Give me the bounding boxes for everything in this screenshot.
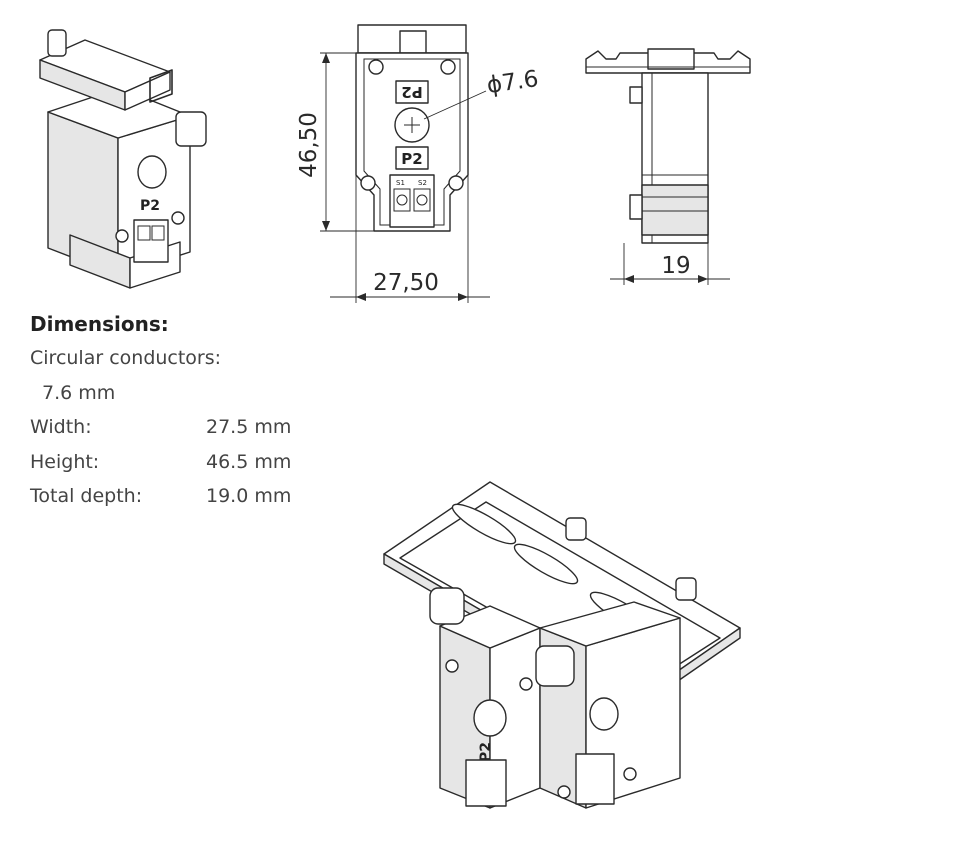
- spec-height-value: 46.5 mm: [206, 450, 292, 473]
- rail-slot-1: [451, 503, 517, 545]
- width-dimension: 27,50: [373, 270, 439, 296]
- screw-top-left: [368, 59, 384, 75]
- front-label-p2-top: P2: [401, 83, 422, 101]
- spec-depth-label: Total depth:: [30, 485, 143, 507]
- side-rail-center: [647, 48, 695, 70]
- iso-clip-hook-left: [47, 29, 67, 57]
- isometric-view-single: P2: [30, 20, 230, 300]
- terminal-s2-label: S2: [418, 179, 427, 187]
- rail-slot-2: [513, 543, 579, 585]
- spec-height-label: Height:: [30, 450, 100, 473]
- iso-clip-front: [124, 71, 171, 111]
- spec-depth-value: 19.0 mm: [206, 485, 292, 507]
- iso-terminal: [133, 219, 169, 263]
- terminal-s1-label: S1: [396, 179, 405, 187]
- iso-label-p2: P2: [140, 198, 160, 214]
- front-view: P2 P2 S1 S2 ϕ7.6 46,50 27,50: [290, 15, 540, 305]
- spec-width-value: 27.5 mm: [206, 416, 292, 438]
- spec-circular-value: 7.6 mm: [42, 381, 116, 404]
- module-2-top: [539, 601, 681, 647]
- side-view: 19: [580, 45, 760, 290]
- iso-hook-front: [175, 111, 207, 147]
- module-1-terminal: [465, 759, 507, 807]
- screw-bottom-left: [360, 175, 376, 191]
- front-label-top-box: [395, 80, 429, 104]
- diameter-leader: [423, 90, 487, 120]
- module-2-terminal: [575, 753, 615, 805]
- front-label-p2: P2: [401, 150, 422, 168]
- depth-dimension: 19: [661, 253, 690, 279]
- iso-clip-hook-right: [149, 69, 173, 103]
- spec-width-label: Width:: [30, 416, 92, 438]
- module-1-label-p2: P2: [478, 742, 494, 762]
- front-clip-center: [399, 30, 427, 54]
- module-2-conductor-hole: [589, 697, 619, 731]
- isometric-view-rail-assembly: P2: [380, 478, 760, 828]
- module-1-conductor-hole: [473, 699, 507, 737]
- screw-top-right: [440, 59, 456, 75]
- dimensions-spec-list: Dimensions: Circular conductors: 7.6 mm …: [30, 308, 350, 514]
- module-2-hook: [535, 645, 575, 687]
- screw-bottom-right: [448, 175, 464, 191]
- diameter-dimension: ϕ7.6: [485, 66, 540, 99]
- front-label-box: [395, 146, 429, 170]
- spec-title: Dimensions:: [30, 312, 169, 336]
- module-1-hook: [429, 587, 465, 625]
- height-dimension: 46,50: [296, 112, 322, 178]
- iso-conductor-hole: [137, 155, 167, 189]
- side-terminal-zone: [641, 184, 709, 236]
- spec-circular-label: Circular conductors:: [30, 347, 222, 369]
